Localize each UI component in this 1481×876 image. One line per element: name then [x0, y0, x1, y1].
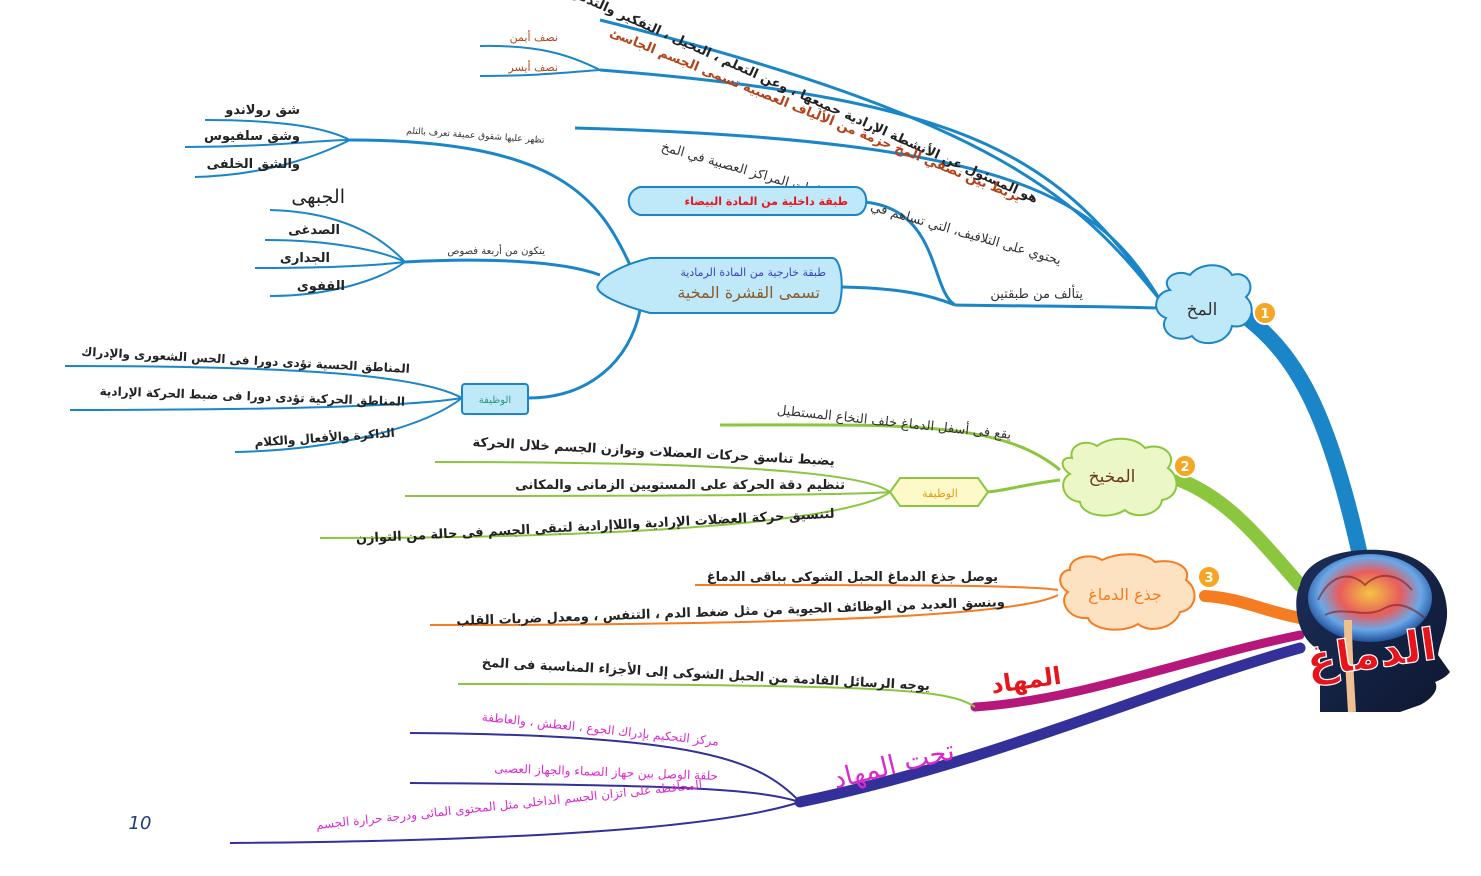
branch-cf-1 — [64, 365, 463, 399]
inner-layer-label: طبقة داخلية من المادة البيضاء — [685, 195, 848, 208]
branch-fissure-3 — [194, 139, 351, 178]
branch-outer-layer — [841, 285, 956, 307]
cerebrum-function-box[interactable] — [461, 383, 529, 415]
branch-cerebellum-location — [719, 423, 1061, 472]
brainstem-item-2: وينسق العديد من الوظائف الحيوية من مثل ض… — [456, 595, 1005, 629]
branch-ht-3 — [229, 801, 801, 844]
outer-layer-line2: تسمى القشرة المخية — [677, 283, 820, 303]
left-half-label: نصف أيسر — [508, 60, 558, 74]
cerebellum-function-label: الوظيفة — [922, 487, 958, 500]
brainstem-label: جذع الدماغ — [1088, 585, 1162, 605]
cerebellum-badge-number: 2 — [1180, 460, 1189, 475]
lobe-3: الجدارى — [280, 251, 330, 266]
branch-half-left — [479, 69, 601, 77]
branch-half-right — [479, 44, 601, 71]
cerebrum-function-3: الذاكرة والأفعال والكلام — [254, 425, 395, 451]
branch-lobe-2 — [264, 239, 406, 263]
right-half-label: نصف أيمن — [510, 30, 558, 44]
fissure-3: والشق الخلفى — [207, 157, 300, 172]
branch-cerebellum-function — [984, 478, 1061, 494]
branch-lobe-3 — [254, 261, 406, 269]
cerebellum-function-box[interactable] — [888, 477, 990, 507]
hypothalamus-label: تحت المهاد — [830, 735, 958, 795]
branch-cbf-1 — [434, 461, 891, 493]
lobe-2: الصدغى — [288, 223, 340, 238]
cerebellum-badge — [1173, 454, 1197, 478]
cerebrum-node[interactable] — [1155, 264, 1253, 345]
branch-thalamus-item — [457, 683, 976, 708]
branch-cf-2 — [69, 397, 463, 411]
branch-lobe-1 — [269, 209, 406, 263]
branch-lobe-4 — [269, 261, 406, 297]
branch-cbf-2 — [404, 491, 891, 497]
fissure-1: شق رولاندو — [224, 103, 300, 118]
brain-illustration — [1296, 549, 1450, 713]
branch-bs-2 — [429, 594, 1059, 626]
branch-two-layers — [954, 303, 1161, 310]
cerebellum-function-2: تنظيم دقة الحركة على المستويين الزمانى و… — [515, 478, 845, 493]
thalamus-item: يوجه الرسائل القادمة من الحبل الشوكى إلى… — [481, 654, 930, 694]
cerebellum-location: يقع فى أسفل الدماغ خلف النخاع المستطيل — [776, 401, 1012, 443]
hypothalamus-item-3: المحافظة على اتزان الجسم الداخلى مثل الم… — [315, 778, 703, 833]
branch-ht-2 — [409, 782, 801, 803]
inner-layer-box[interactable] — [627, 186, 868, 216]
hypothalamus-main-branch — [794, 642, 1306, 808]
lobe-4: القفوى — [297, 279, 345, 294]
branch-convolutions — [574, 126, 1162, 301]
brainstem-main-branch — [1199, 590, 1306, 624]
cerebellum-label: المخيخ — [1089, 467, 1136, 487]
branch-bs-1 — [694, 584, 1059, 591]
branch-lobes — [404, 258, 601, 277]
branch-cf-3 — [234, 397, 463, 453]
fissure-2: وشق سلفيوس — [204, 129, 300, 144]
lobes-label: يتكون من أربعة فصوص — [447, 244, 545, 257]
two-layers-label: يتألف من طبقتين — [990, 284, 1083, 302]
branch-func-main — [599, 18, 1162, 301]
cerebrum-function-2: المناطق الحركية تؤدى دورا فى ضبط الحركة … — [99, 384, 405, 410]
brainstem-badge-number: 3 — [1204, 571, 1213, 586]
cerebrum-function-1: المناطق الحسية تؤدى دورا فى الحس الشعورى… — [81, 345, 410, 377]
brainstem-item-1: يوصل جذع الدماغ الحبل الشوكى بباقى الدما… — [707, 570, 998, 585]
brainstem-node[interactable] — [1059, 553, 1196, 631]
cerebrum-badge — [1253, 301, 1277, 325]
lobe-1: الجبهى — [291, 186, 345, 208]
cerebrum-main-branch — [1242, 312, 1368, 563]
branch-fissure-2 — [184, 139, 351, 148]
outer-layer-line1: طبقة خارجية من المادة الرمادية — [680, 266, 826, 279]
cerebellum-main-branch — [1173, 473, 1307, 592]
branch-inner-layer — [864, 200, 956, 307]
outer-layer-box[interactable] — [596, 257, 843, 314]
branch-fissures — [349, 138, 632, 266]
hypothalamus-item-1: مركز التحكيم بإدراك الجوع ، العطش ، والع… — [481, 710, 719, 750]
branch-fissure-1 — [204, 119, 351, 141]
branch-cerebrum-function — [527, 309, 642, 400]
branch-ht-1 — [409, 732, 801, 803]
brainstem-badge — [1197, 565, 1221, 589]
cerebrum-function-label: الوظيفة — [479, 395, 511, 406]
cerebrum-badge-number: 1 — [1260, 307, 1269, 322]
thalamus-main-branch — [970, 630, 1305, 712]
cerebellum-node[interactable] — [1061, 437, 1178, 517]
cerebrum-label: المخ — [1187, 300, 1218, 320]
corpus-callosum-text: يربط بين نصفي المخ حزمة من الألياف العصب… — [607, 24, 1024, 205]
cerebellum-function-3: لتنسيق حركة العضلات الإرادية واللاإرادية… — [356, 507, 835, 547]
page-number: 10 — [129, 813, 152, 834]
branch-cbf-3 — [319, 491, 891, 539]
